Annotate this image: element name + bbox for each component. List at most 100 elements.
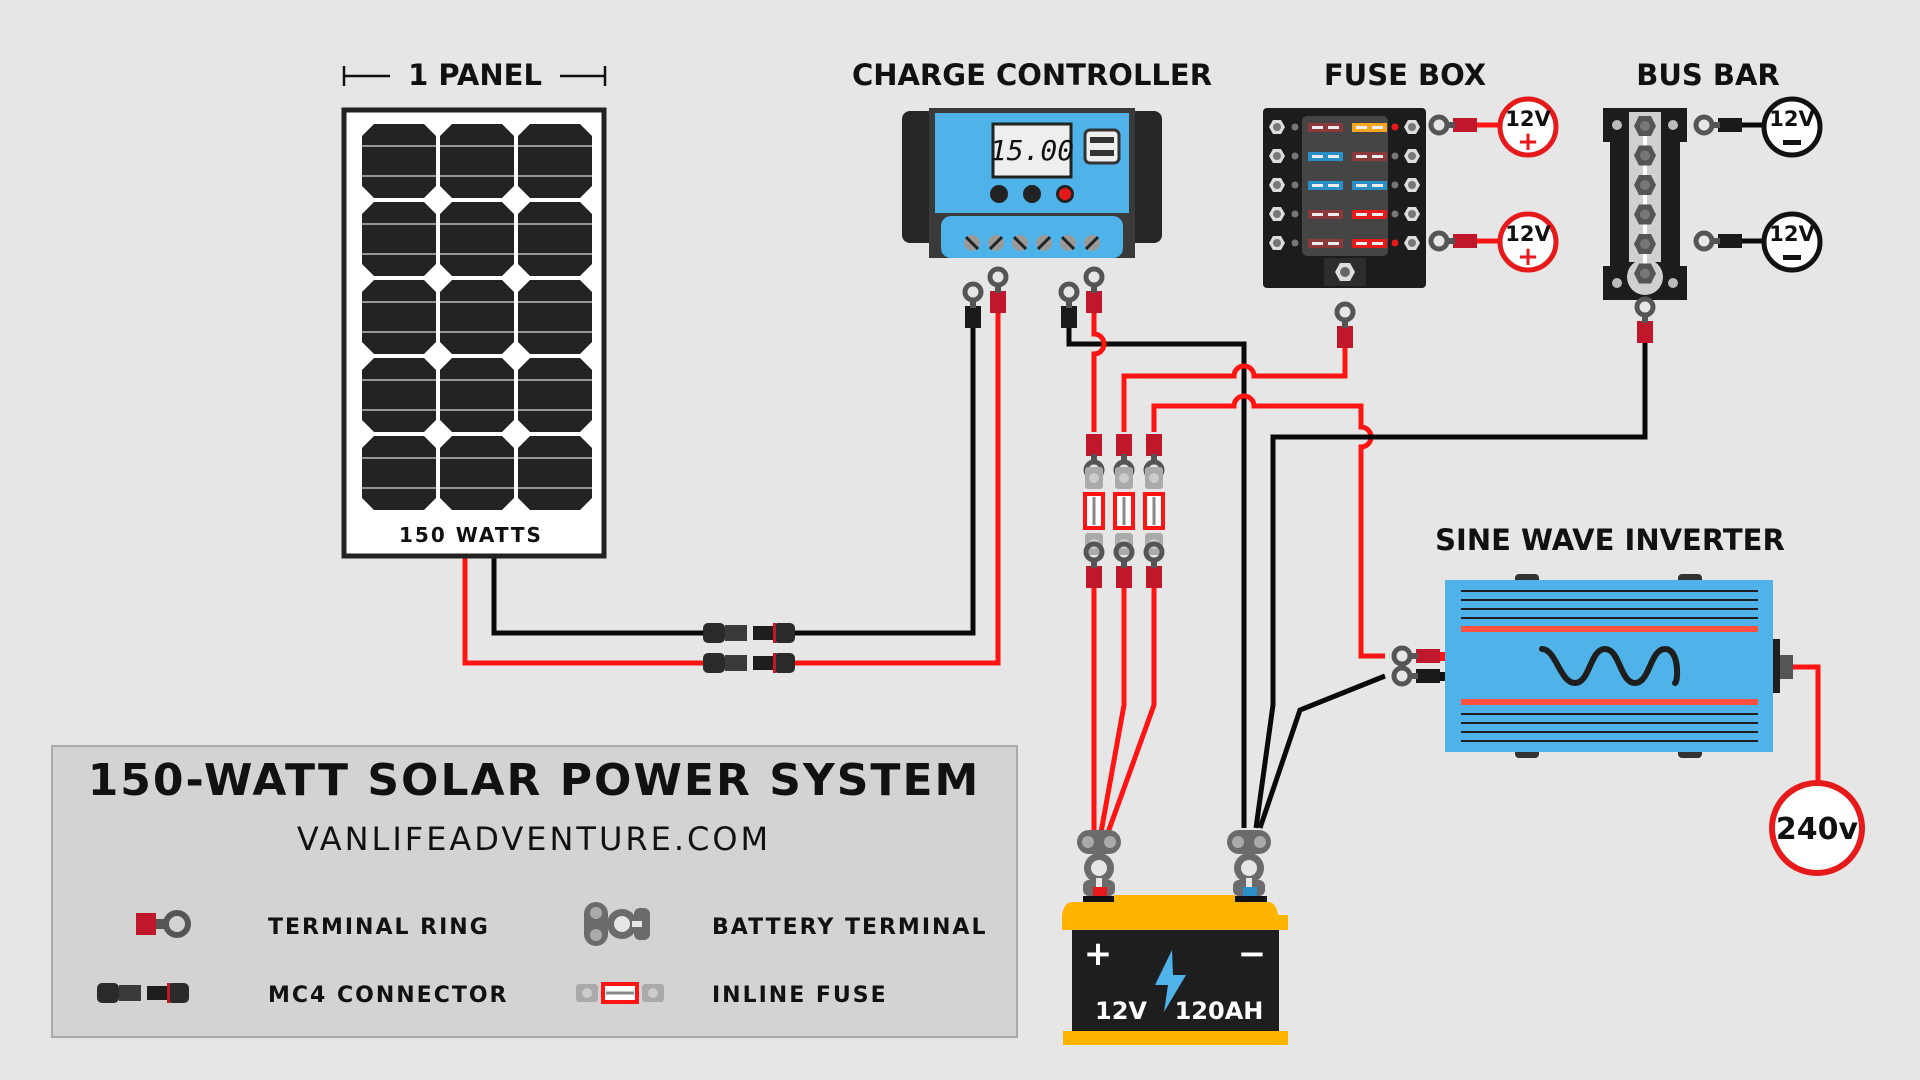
blade-fuse xyxy=(1308,181,1343,190)
fuse-box-input-terminal xyxy=(1337,304,1353,348)
svg-text:+: + xyxy=(1517,242,1539,272)
wire-inverter-ac xyxy=(1790,664,1821,783)
fuse-box-stud xyxy=(1269,120,1285,134)
legend-title: 150-WATT SOLAR POWER SYSTEM xyxy=(88,755,981,806)
blade-fuse xyxy=(1352,239,1387,248)
vent-stripe xyxy=(1461,626,1758,632)
vent-line xyxy=(1461,608,1758,610)
solar-cell xyxy=(361,123,437,199)
legend-label-inline-fuse: INLINE FUSE xyxy=(712,983,888,1008)
wire-panel-negative xyxy=(491,315,976,636)
solar-cell xyxy=(517,123,593,199)
blade-fuse xyxy=(1352,181,1387,190)
fuse-box[interactable]: FUSE BOX 12V + 12V + xyxy=(1263,58,1559,348)
charge-controller[interactable]: CHARGE CONTROLLER 15.00 xyxy=(852,58,1212,328)
bus-bar-stud xyxy=(1634,263,1656,284)
screw-terminal xyxy=(988,235,1004,251)
blade-fuse xyxy=(1308,123,1343,132)
bus-bar-output-2[interactable]: 12V xyxy=(1761,211,1823,273)
blade-fuse xyxy=(1308,210,1343,219)
wire-fuse3-battery xyxy=(1103,588,1157,839)
fuse-box-output-terminal-1 xyxy=(1431,117,1477,133)
svg-text:12V: 12V xyxy=(1769,222,1815,246)
solar-cell xyxy=(361,357,437,433)
fuse-box-stud xyxy=(1404,207,1420,221)
wire-controller-battery-negative xyxy=(1066,315,1247,828)
fuse-box-output-1[interactable]: 12V + xyxy=(1497,96,1559,158)
inverter-ac-outlet[interactable] xyxy=(1773,639,1780,693)
battery-minus-sign: − xyxy=(1238,934,1267,974)
vent-line xyxy=(1461,599,1758,601)
blade-fuse xyxy=(1352,123,1387,132)
controller-display xyxy=(991,122,1073,179)
svg-text:+: + xyxy=(1517,127,1539,157)
ac-output-label: 240v xyxy=(1776,812,1859,847)
sine-wave-icon xyxy=(1539,645,1681,687)
battery[interactable]: + − 12V 120AH xyxy=(1062,830,1288,1045)
legend-website: VANLIFEADVENTURE.COM xyxy=(297,820,771,858)
blade-fuse xyxy=(1352,210,1387,219)
fuse-box-output-terminal-2 xyxy=(1431,233,1477,249)
vent-line xyxy=(1461,590,1758,592)
screw-terminal xyxy=(1012,235,1028,251)
terminal-ring-icon xyxy=(136,910,191,938)
solar-cell xyxy=(361,435,437,511)
fuse-box-stud xyxy=(1269,207,1285,221)
controller-panel-positive-terminal xyxy=(990,269,1006,313)
fuse-box-stud xyxy=(1404,120,1420,134)
fuse-box-stud xyxy=(1404,236,1420,250)
svg-text:12V: 12V xyxy=(1505,222,1551,246)
vent-line xyxy=(1461,740,1758,742)
bus-bar-stud xyxy=(1634,175,1656,195)
inverter-negative-terminal xyxy=(1394,668,1440,684)
screw-terminal xyxy=(1036,235,1052,251)
sine-wave-inverter[interactable]: SINE WAVE INVERTER 240v xyxy=(1394,523,1865,876)
solar-cell xyxy=(517,201,593,277)
bus-bar-stud xyxy=(1634,234,1656,254)
bus-bar[interactable]: BUS BAR 12V 12V xyxy=(1603,58,1823,343)
battery-negative-post xyxy=(1243,887,1257,897)
bus-bar-output-1[interactable]: 12V xyxy=(1761,96,1823,158)
inverter-vents xyxy=(1461,590,1758,742)
wire-busbar-negative xyxy=(1253,330,1648,829)
battery-voltage: 12V xyxy=(1095,997,1147,1025)
fuse-box-output-2[interactable]: 12V + xyxy=(1497,211,1559,273)
blade-fuse xyxy=(1352,152,1387,161)
bus-bar-studs xyxy=(1634,116,1656,284)
blade-fuse xyxy=(1308,152,1343,161)
solar-cell xyxy=(517,279,593,355)
legend-label-battery-terminal: BATTERY TERMINAL xyxy=(712,915,987,940)
solar-cell xyxy=(439,123,515,199)
battery-positive-post xyxy=(1093,887,1107,897)
svg-text:12V: 12V xyxy=(1505,107,1551,131)
usb-ports-icon xyxy=(1083,128,1121,165)
screw-terminal xyxy=(1060,235,1076,251)
legend-box: 150-WATT SOLAR POWER SYSTEM VANLIFEADVEN… xyxy=(51,745,1018,1038)
wire-fuse2-battery xyxy=(1097,588,1127,839)
panel-header: 1 PANEL xyxy=(408,58,542,92)
controller-panel-negative-terminal xyxy=(965,284,981,328)
wire-controller-battery-positive xyxy=(1091,300,1107,432)
ac-output-240v[interactable]: 240v xyxy=(1769,780,1865,876)
bus-bar-label: BUS BAR xyxy=(1636,58,1780,92)
controller-led-icon xyxy=(1059,188,1071,200)
vent-line xyxy=(1461,731,1758,733)
mc4-connector-negative xyxy=(703,623,795,643)
controller-button-1[interactable] xyxy=(990,185,1008,203)
solar-cell xyxy=(517,435,593,511)
inverter-label: SINE WAVE INVERTER xyxy=(1435,523,1785,557)
battery-negative-clamp xyxy=(1227,830,1271,896)
bus-bar-stud xyxy=(1634,116,1656,136)
solar-cell xyxy=(439,201,515,277)
solar-panel[interactable]: 1 PANEL 150 WATTS xyxy=(341,58,607,559)
legend-label-terminal-ring: TERMINAL RING xyxy=(268,915,490,940)
fuse-box-stud xyxy=(1269,178,1285,192)
vent-line xyxy=(1461,713,1758,715)
controller-button-2[interactable] xyxy=(1023,185,1041,203)
solar-cell xyxy=(361,201,437,277)
solar-cell xyxy=(439,279,515,355)
minus-icon xyxy=(1783,255,1801,260)
wire-panel-positive xyxy=(462,300,1001,666)
svg-text:12V: 12V xyxy=(1769,107,1815,131)
inline-fuses xyxy=(1083,434,1165,588)
